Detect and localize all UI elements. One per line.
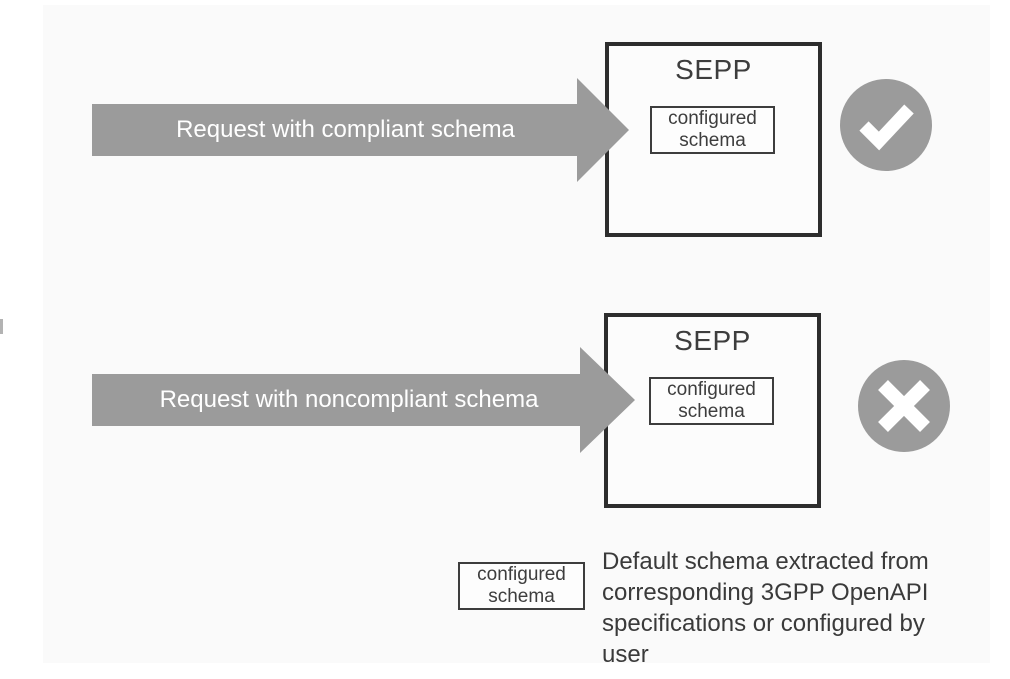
sepp-node-title: SEPP [675,54,752,85]
legend-description-line: user [602,641,649,668]
scrollbar-fragment[interactable] [0,319,3,334]
sepp-node-title: SEPP [674,325,751,356]
legend-description-line: specifications or configured by [602,610,925,637]
legend-box-label: configured schema [477,564,566,607]
configured-schema-box: configured schema [650,106,775,154]
legend-description-line: corresponding 3GPP OpenAPI [602,579,929,606]
legend-description: Default schema extracted from correspond… [602,546,992,670]
legend-description-line: Default schema extracted from [602,548,929,575]
configured-schema-label: configured schema [668,108,757,151]
configured-schema-box: configured schema [649,377,774,425]
legend-configured-schema-box: configured schema [458,562,585,610]
arrow-label-compliant: Request with compliant schema [176,116,515,143]
arrow-label-noncompliant: Request with noncompliant schema [159,386,539,413]
configured-schema-label: configured schema [667,379,756,422]
